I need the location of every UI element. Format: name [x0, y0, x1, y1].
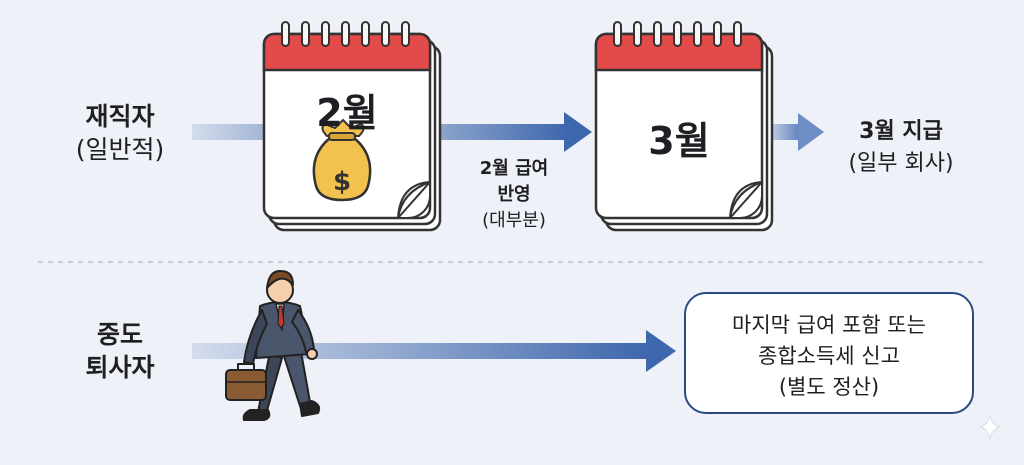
arrow-feb-to-mar [438, 112, 592, 152]
svg-text:$: $ [333, 167, 351, 197]
resigned-title-line2: 퇴사자 [85, 353, 155, 382]
connector-employed-feb [192, 124, 270, 140]
row-label-resigned: 중도 퇴사자 [60, 318, 180, 384]
flow-feb-line2: 반영 [497, 184, 531, 205]
row-label-employed: 재직자 (일반적) [60, 100, 180, 166]
employed-title: 재직자 [85, 102, 155, 131]
mar-pay-line2: (일부 회사) [848, 151, 954, 176]
callout-line2: 종합소득세 신고 [758, 344, 900, 368]
flow-feb-line3: (대부분) [482, 210, 546, 231]
walking-businessman-icon [225, 269, 321, 421]
mar-pay-line1: 3월 지급 [859, 119, 943, 144]
arrow-mar-to-pay [770, 113, 824, 151]
binder-rings [281, 21, 410, 47]
money-bag-icon: $ [312, 118, 372, 202]
resigned-title-line1: 중도 [96, 320, 143, 349]
calendar-mar [594, 21, 774, 232]
flow-label-mar-pay: 3월 지급 (일부 회사) [826, 116, 976, 180]
flow-label-feb-to-mar: 2월 급여 반영 (대부분) [454, 156, 574, 234]
calendar-mar-label: 3월 [648, 119, 710, 163]
settlement-callout: 마지막 급여 포함 또는 종합소득세 신고 (별도 정산) [684, 292, 974, 414]
callout-line3: (별도 정산) [778, 375, 880, 399]
sparkle-icon [979, 414, 1001, 440]
employed-subtitle: (일반적) [75, 135, 165, 164]
binder-rings [613, 21, 742, 47]
flow-feb-line1: 2월 급여 [479, 158, 549, 179]
calendar-feb-label: 2월 [316, 91, 378, 135]
callout-line1: 마지막 급여 포함 또는 [732, 313, 926, 337]
